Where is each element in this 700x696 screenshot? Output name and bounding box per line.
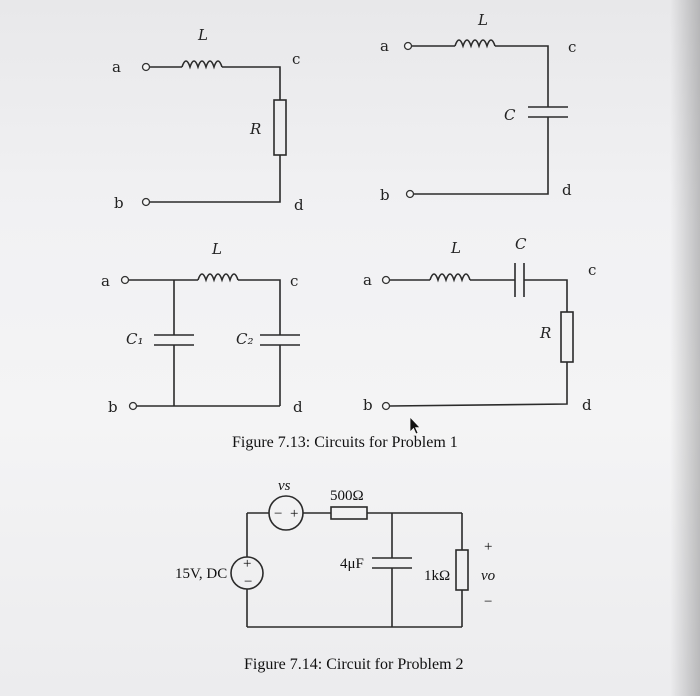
label-c2: C₂: [236, 330, 254, 348]
label-b: b: [380, 186, 390, 204]
figure-7-14-caption: Figure 7.14: Circuit for Problem 2: [244, 656, 464, 673]
inductor-b: [454, 39, 496, 49]
label-inductor: L: [477, 11, 488, 29]
resistor-1k-label: 1kΩ: [424, 568, 450, 584]
label-a: a: [380, 37, 389, 55]
inductor-a: [181, 60, 223, 70]
label-c: c: [568, 38, 576, 56]
label-resistor: R: [249, 120, 261, 138]
circuit-d: a b L C R c d: [363, 235, 596, 414]
label-inductor: L: [211, 240, 222, 258]
terminal-d-a: [381, 275, 391, 285]
vs-label: vs: [278, 478, 291, 494]
capacitor-d: [514, 263, 525, 297]
capacitor-c1: [154, 334, 194, 346]
label-b: b: [114, 194, 124, 212]
vo-plus: +: [484, 539, 492, 555]
label-c: c: [290, 272, 298, 290]
terminal-d-b: [381, 401, 391, 411]
label-capacitor: C: [504, 106, 516, 124]
label-b: b: [363, 396, 373, 414]
circuit-b: a b L C c d: [380, 11, 576, 204]
label-c: c: [292, 50, 300, 68]
label-d: d: [293, 398, 303, 416]
capacitor-c2: [260, 334, 300, 346]
label-inductor: L: [197, 26, 208, 44]
circuit-c: a b L C₁ C₂ c d: [101, 240, 303, 416]
label-a: a: [363, 271, 372, 289]
circuit-a: a b L R c d: [112, 26, 304, 214]
mouse-cursor-icon: [409, 415, 421, 435]
inductor-d: [429, 273, 471, 283]
terminal-c-b: [128, 401, 138, 411]
source-plus: +: [243, 556, 251, 572]
resistor-1k: [455, 549, 469, 591]
inductor-c: [197, 273, 239, 283]
vo-minus: −: [484, 594, 492, 610]
label-b: b: [108, 398, 118, 416]
label-a: a: [101, 272, 110, 290]
terminal-c-a: [120, 275, 130, 285]
label-c1: C₁: [126, 330, 144, 348]
resistor-a: [273, 99, 287, 156]
label-d: d: [582, 396, 592, 414]
terminal-b-a: [403, 41, 413, 51]
capacitor-4uf: [372, 557, 412, 569]
capacitor-b: [528, 106, 568, 118]
vs-plus: +: [290, 506, 298, 522]
terminal-b-b: [405, 189, 415, 199]
circuit-problem-2: + − − + 15V, DC vs 500Ω 4μF 1kΩ + vo −: [175, 478, 496, 628]
resistor-500-label: 500Ω: [330, 488, 364, 504]
resistor-500: [330, 506, 368, 520]
label-d: d: [562, 181, 572, 199]
label-d: d: [294, 196, 304, 214]
label-resistor: R: [539, 324, 551, 342]
terminal-a-b: [141, 197, 151, 207]
label-inductor: L: [450, 239, 461, 257]
resistor-d: [560, 311, 574, 363]
capacitor-label: 4μF: [340, 556, 364, 572]
vo-label: vo: [481, 568, 496, 584]
figure-7-13-caption: Figure 7.13: Circuits for Problem 1: [232, 434, 458, 451]
source-minus: −: [244, 574, 252, 590]
label-c: c: [588, 261, 596, 279]
source-label: 15V, DC: [175, 566, 227, 582]
label-capacitor: C: [515, 235, 527, 253]
label-a: a: [112, 58, 121, 76]
vs-minus: −: [274, 506, 282, 522]
terminal-a-a: [141, 62, 151, 72]
